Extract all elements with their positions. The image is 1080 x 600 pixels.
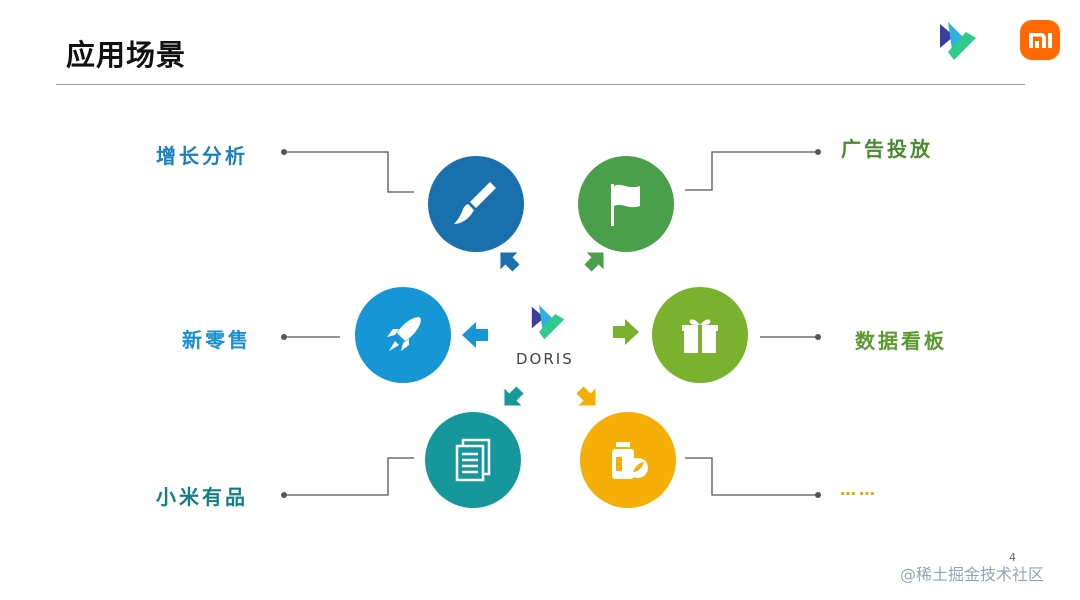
arrow-up-left-icon (500, 252, 520, 272)
flag-icon (611, 184, 640, 226)
center-label: DORIS (516, 350, 574, 368)
more-circle (580, 412, 676, 508)
page-number: 4 (1009, 551, 1016, 564)
growth-circle (428, 156, 524, 252)
arrow-down-right-icon (576, 386, 596, 406)
document-icon (455, 438, 491, 482)
arrow-right-icon (613, 319, 639, 345)
label-youpin: 小米有品 (156, 485, 248, 509)
xiaomi-logo-icon (1020, 20, 1060, 60)
arrow-left-icon (462, 322, 488, 348)
youpin-circle (425, 412, 521, 508)
label-growth: 增长分析 (156, 144, 248, 168)
gift-box-icon (682, 319, 718, 353)
label-dashboard: 数据看板 (855, 329, 947, 353)
watermark: @稀土掘金技术社区 (900, 565, 1045, 584)
rocket-icon (387, 317, 421, 351)
arrow-down-left-icon (504, 386, 524, 406)
retail-circle (355, 287, 451, 383)
ads-circle (578, 156, 674, 252)
bottle-leaf-icon (612, 442, 648, 479)
paintbrush-icon (454, 182, 496, 224)
slide-title: 应用场景 (66, 38, 187, 72)
doris-center-logo-icon (531, 305, 565, 340)
label-more: …… (840, 480, 878, 499)
doris-logo-icon (940, 22, 976, 60)
label-ads: 广告投放 (841, 137, 933, 161)
title-divider (56, 84, 1025, 85)
label-retail: 新零售 (182, 328, 251, 352)
arrow-up-right-icon (584, 252, 604, 272)
dashboard-circle (652, 287, 748, 383)
